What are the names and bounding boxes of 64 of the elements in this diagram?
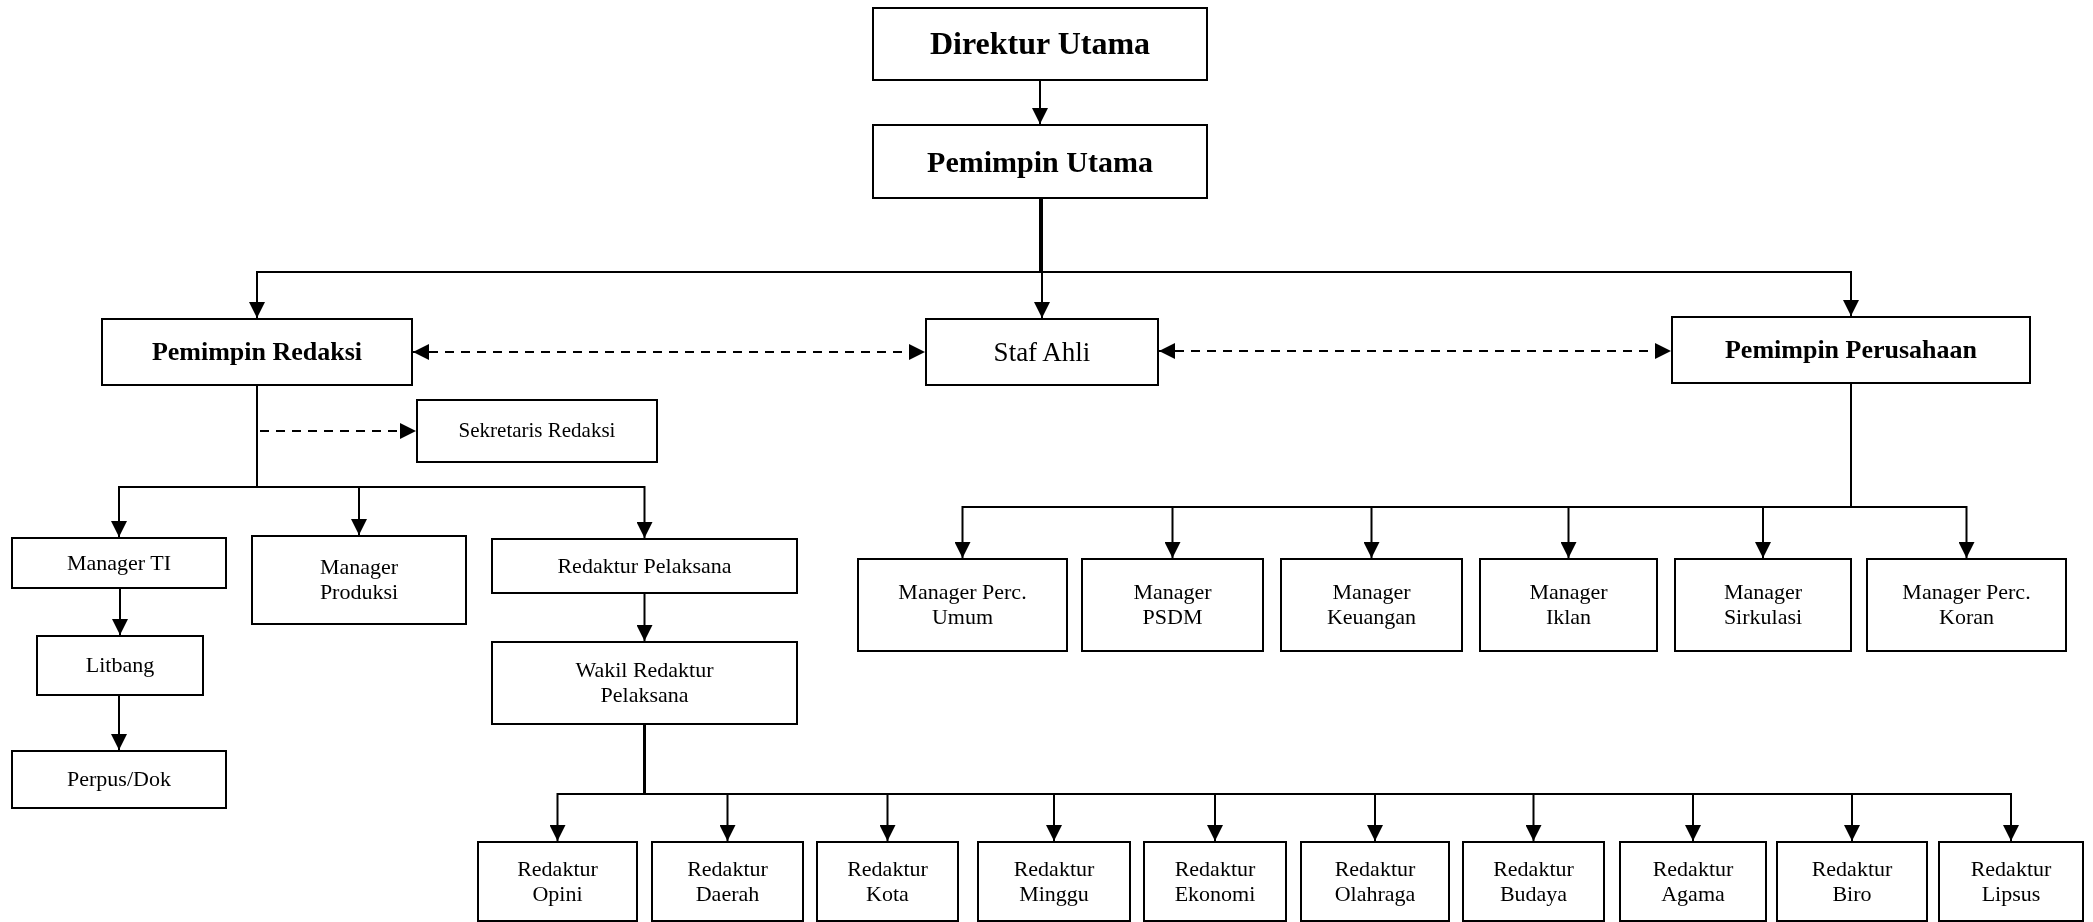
org-box (251, 535, 467, 625)
position-title: Manager Perc. Koran (1901, 580, 2032, 630)
position-title: Pemimpin Redaksi (151, 337, 363, 367)
position-title: Manager Produksi (318, 555, 400, 605)
org-box (1280, 558, 1463, 652)
position-title: Redaktur Pelaksana (557, 553, 732, 579)
org-box (11, 537, 227, 589)
position-title: Redaktur Biro (1810, 856, 1894, 907)
arrow (636, 593, 653, 642)
org-box (1866, 558, 2067, 652)
org-box (1674, 558, 1852, 652)
position-title: Sekretaris Redaksi (458, 419, 616, 443)
org-box (1462, 841, 1605, 922)
org-box (977, 841, 1131, 922)
org-box (1619, 841, 1767, 922)
position-title: Redaktur Daerah (686, 856, 769, 907)
position-title: Pemimpin Perusahaan (1724, 335, 1978, 365)
org-box (1938, 841, 2084, 922)
org-box (1776, 841, 1928, 922)
org-box (651, 841, 804, 922)
position-title: Redaktur Lipsus (1969, 856, 2053, 907)
position-title: Manager TI (66, 550, 172, 576)
org-box (1671, 316, 2031, 384)
position-title: Perpus/Dok (67, 767, 171, 792)
arrow (111, 695, 127, 751)
position-title: Wakil Redaktur Pelaksana (574, 658, 715, 708)
arrow (112, 588, 128, 636)
arrow (1850, 383, 1975, 559)
org-box (11, 750, 227, 809)
position-title: Redaktur Opini (516, 856, 599, 907)
org-box (491, 538, 798, 594)
org-box (1143, 841, 1287, 922)
position-title: Manager Sirkulasi (1722, 580, 1804, 630)
position-title: Redaktur Olahraga (1333, 856, 1417, 907)
position-title: Manager PSDM (1132, 580, 1213, 630)
org-box (1300, 841, 1450, 922)
position-title: Redaktur Budaya (1492, 856, 1575, 907)
org-box (816, 841, 959, 922)
org-box (1479, 558, 1658, 652)
position-title: Manager Keuangan (1325, 580, 1418, 630)
position-title: Direktur Utama (929, 26, 1151, 62)
org-box (101, 318, 413, 386)
org-box (36, 635, 204, 696)
position-title: Redaktur Kota (846, 856, 929, 907)
position-title: Litbang (85, 653, 155, 678)
org-box (857, 558, 1068, 652)
position-title: Redaktur Ekonomi (1173, 856, 1257, 907)
position-title: Redaktur Agama (1651, 856, 1735, 907)
position-title: Manager Perc. Umum (897, 580, 1028, 630)
org-box (491, 641, 798, 725)
position-title: Manager Iklan (1528, 580, 1609, 630)
position-title: Pemimpin Utama (927, 144, 1153, 179)
arrow (1034, 198, 1050, 319)
arrow (1158, 343, 1672, 359)
org-box (416, 399, 658, 463)
org-box (872, 124, 1208, 199)
org-box (925, 318, 1159, 386)
arrow (412, 344, 926, 360)
position-title: Redaktur Minggu (1012, 856, 1096, 907)
position-title: Staf Ahli (993, 336, 1091, 368)
org-box (872, 7, 1208, 81)
arrow (1032, 80, 1048, 125)
org-box (477, 841, 638, 922)
org-box (1081, 558, 1264, 652)
